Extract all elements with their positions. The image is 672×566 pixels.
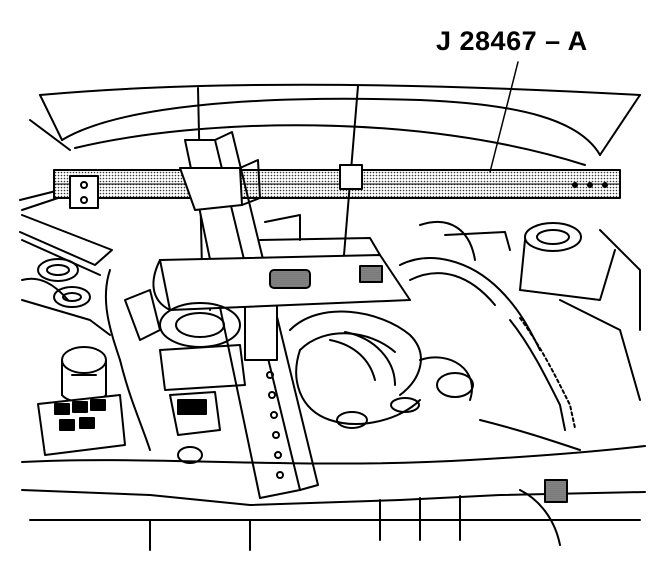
intake-manifold: [289, 310, 474, 429]
callout-leader: [489, 61, 519, 173]
engine-valve-cover: [152, 214, 411, 311]
radiator-support: [21, 445, 646, 551]
left-components: [104, 269, 246, 464]
relay-box: [37, 394, 126, 456]
right-hoses: [399, 220, 581, 451]
left-fender: [19, 214, 113, 336]
support-fixture-leg: [179, 131, 319, 499]
left-reservoir-caps: [37, 258, 107, 404]
tool-callout-label: J 28467 – A: [436, 26, 588, 56]
support-fixture-crossbar: [53, 169, 621, 209]
hood: [19, 83, 641, 211]
right-strut-tower: [519, 222, 641, 401]
